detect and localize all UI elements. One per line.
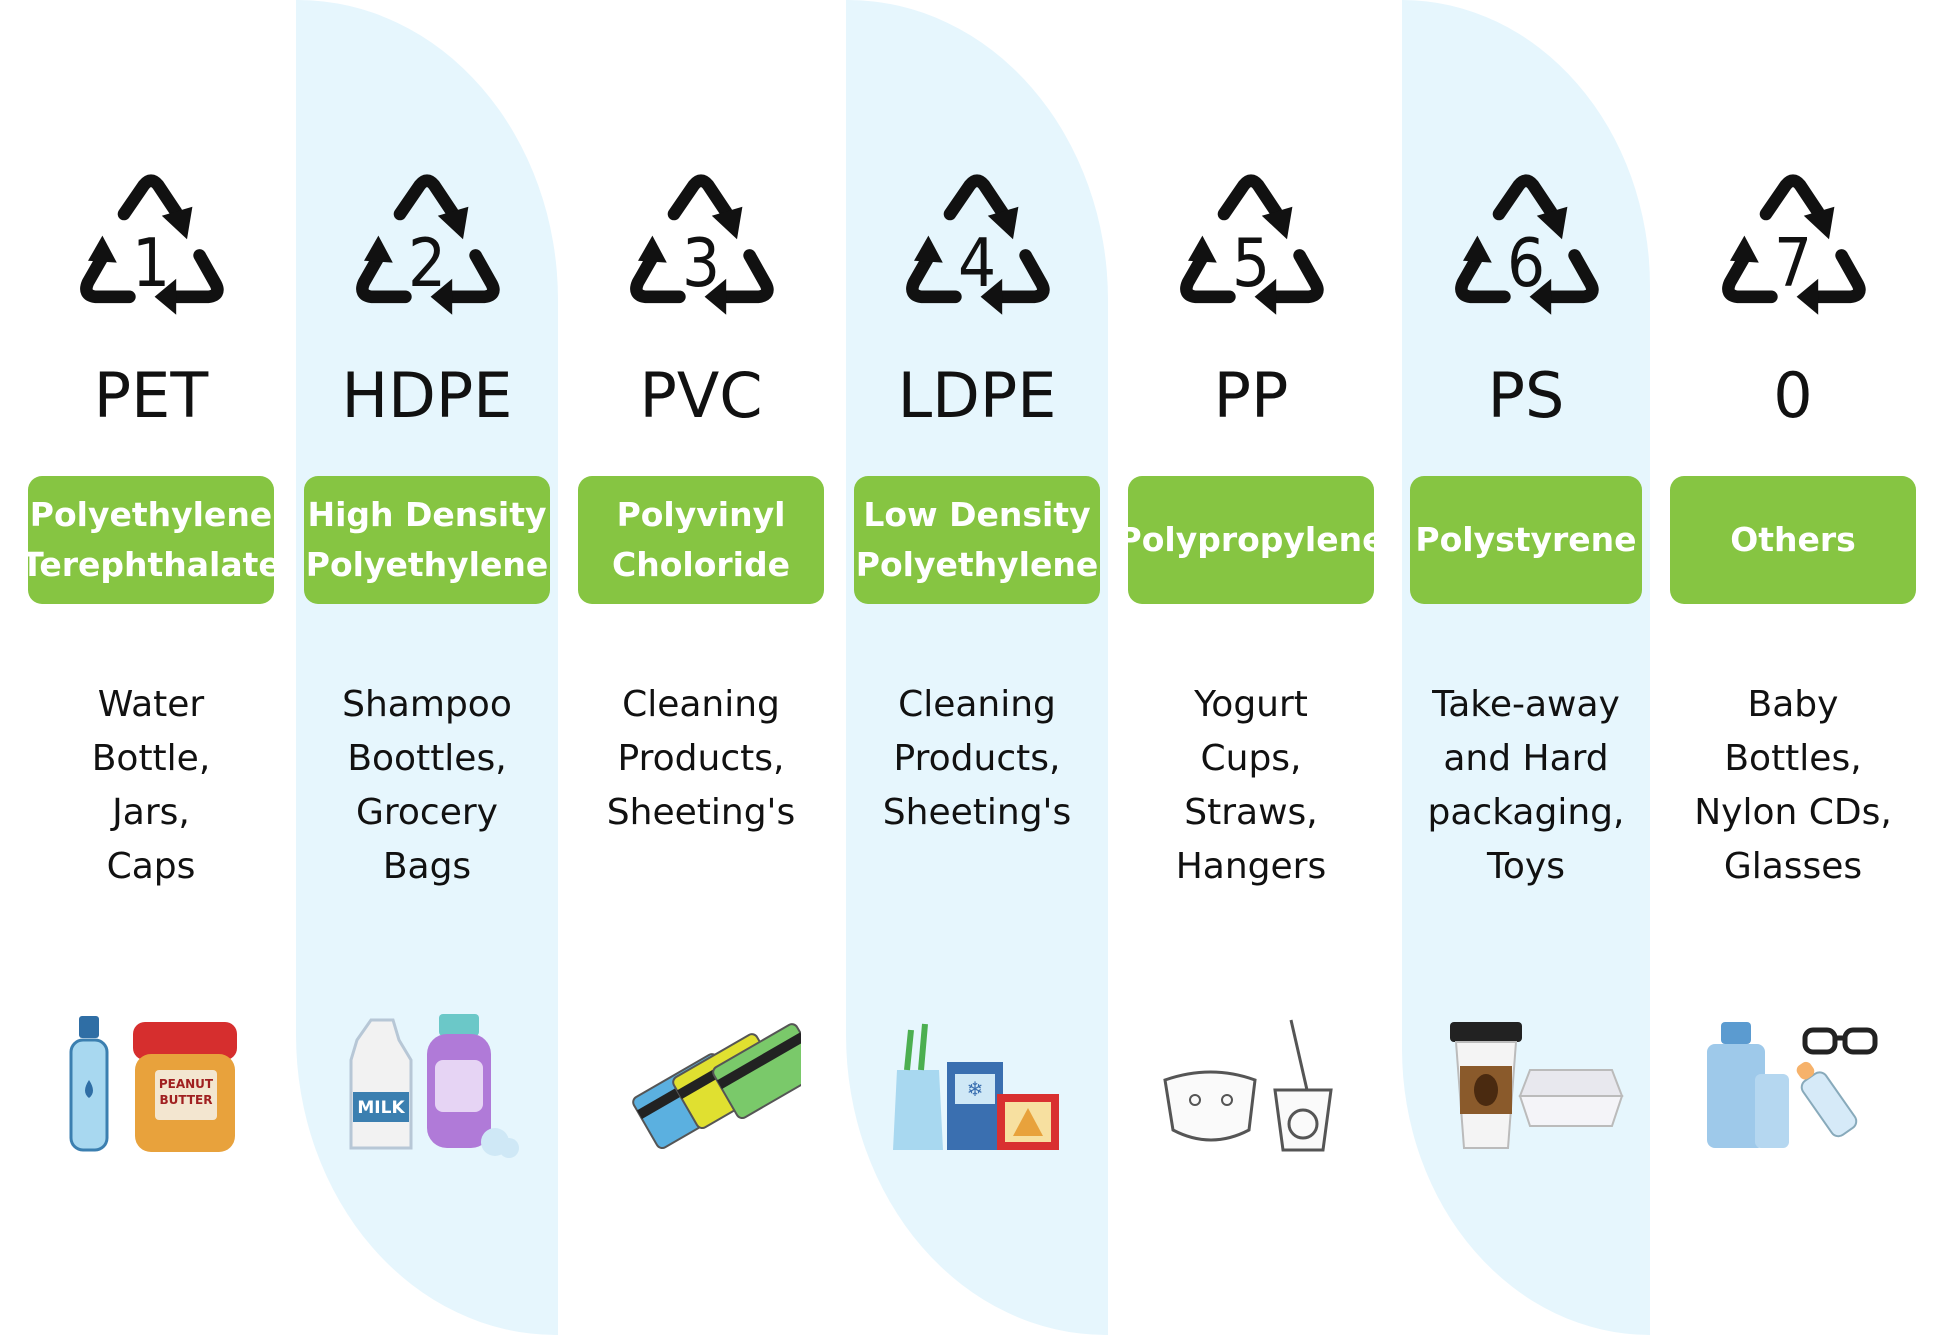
example-items-illustration: [1450, 1022, 1624, 1149]
milk-jug-icon: MILK: [349, 1018, 413, 1150]
common-uses-text: Cleaning Products, Sheeting's: [606, 684, 796, 833]
frozen-food-box-icon: ❄: [947, 1062, 1003, 1150]
resin-code-number: 1: [132, 224, 170, 302]
plastic-abbreviation: PP: [1213, 359, 1289, 432]
plastic-abbreviation: 0: [1773, 359, 1813, 432]
resin-code-number: 3: [682, 224, 720, 302]
plastic-name-label: Polyethylene Terephthalate: [21, 476, 281, 604]
svg-text:❄: ❄: [967, 1077, 984, 1101]
resin-code-number: 6: [1507, 224, 1545, 302]
plastic-name-label: Others: [1670, 476, 1916, 604]
common-uses-text: Baby Bottles, Nylon CDs, Glasses: [1694, 684, 1892, 887]
recycle-triangle-icon: 5: [1180, 174, 1324, 315]
common-uses-text: Shampoo Boottles, Grocery Bags: [342, 684, 512, 887]
common-uses-text: Cleaning Products, Sheeting's: [882, 684, 1072, 833]
recycle-triangle-icon: 4: [906, 174, 1050, 315]
plastic-abbreviation: PVC: [639, 359, 763, 432]
plastic-name-label: Low Density Polyethylene: [854, 476, 1100, 604]
grocery-bag-icon: [893, 1023, 943, 1150]
recycle-triangle-icon: 1: [80, 174, 224, 315]
plastic-abbreviation: PET: [93, 359, 209, 432]
plastic-name-label: Polyvinyl Choloride: [578, 476, 824, 604]
common-uses-text: Water Bottle, Jars, Caps: [91, 684, 211, 887]
water-jugs-icon: [1707, 1022, 1789, 1148]
recycle-triangle-icon: 2: [356, 174, 500, 315]
plastic-cards-icon: [632, 1023, 801, 1150]
plastic-abbreviation: LDPE: [897, 359, 1057, 432]
water-bottle-icon: [69, 1016, 109, 1152]
noodle-cup-icon: [1273, 1019, 1333, 1152]
plastic-abbreviation: HDPE: [341, 359, 513, 432]
pizza-box-icon: [997, 1094, 1059, 1150]
example-items-illustration: [1163, 1019, 1333, 1152]
diaper-icon: [1163, 1070, 1257, 1142]
recycle-triangle-icon: 3: [630, 174, 774, 315]
plastic-name-label: Polypropylene: [1118, 476, 1384, 604]
resin-code-number: 7: [1774, 224, 1812, 302]
common-uses-text: Yogurt Cups, Straws, Hangers: [1175, 684, 1327, 887]
jug-label: MILK: [357, 1098, 405, 1118]
foam-container-icon: [1518, 1069, 1624, 1127]
resin-code-number: 5: [1232, 224, 1270, 302]
example-items-illustration: [632, 1023, 801, 1150]
plastic-name-label: High Density Polyethylene: [304, 476, 550, 604]
shampoo-bottle-icon: [427, 1014, 519, 1158]
common-uses-text: Take-away and Hard packaging, Toys: [1427, 684, 1625, 887]
baby-bottle-icon: [1796, 1061, 1858, 1138]
coffee-cup-icon: [1450, 1022, 1522, 1149]
recycle-triangle-icon: 7: [1722, 174, 1866, 315]
example-items-illustration: [1707, 1022, 1878, 1148]
example-items-illustration: ❄: [893, 1023, 1059, 1150]
plastic-abbreviation: PS: [1487, 359, 1565, 432]
resin-code-number: 4: [958, 224, 996, 302]
recycle-triangle-icon: 6: [1455, 174, 1599, 315]
plastic-name-label: Polystyrene: [1410, 476, 1642, 604]
eyeglasses-icon: [1802, 1027, 1878, 1055]
resin-code-number: 2: [408, 224, 446, 302]
example-items-illustration: MILK: [349, 1014, 519, 1158]
